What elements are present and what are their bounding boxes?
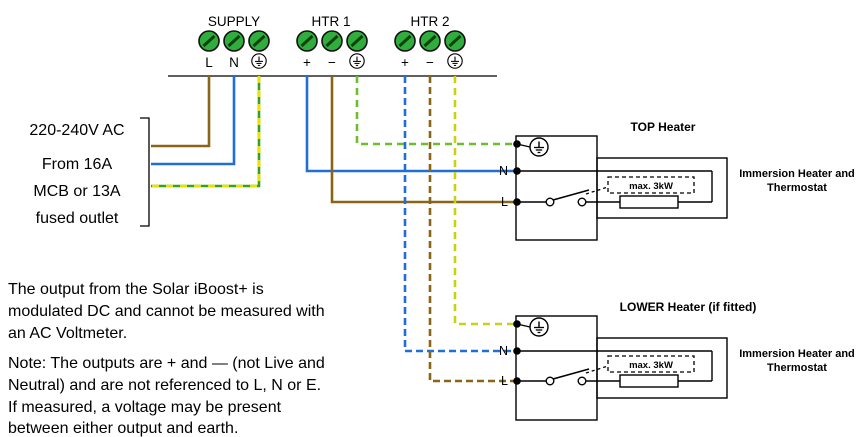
top-caption-line2: Thermostat <box>767 182 827 194</box>
earth-icon <box>529 317 549 337</box>
top-switch-contact-right <box>577 197 587 207</box>
supply-info-line1: 220-240V AC <box>29 122 124 139</box>
top-live-junction <box>513 198 521 206</box>
htr1-earth-wire <box>355 76 517 146</box>
htr1-pin-minus-label: − <box>328 55 336 70</box>
top-heater-title: TOP Heater <box>631 120 696 134</box>
lower-rating-box <box>607 355 695 373</box>
top-heater-element-resistor <box>619 195 679 209</box>
earth-icon <box>251 53 267 69</box>
earth-icon <box>349 53 365 69</box>
note-para1-line1: The output from the Solar iBoost+ is <box>8 281 264 298</box>
htr2-terminal-minus-icon <box>418 29 442 53</box>
lower-heater-title: LOWER Heater (if fitted) <box>620 300 757 314</box>
note-para2-line3: If measured, a voltage may be present <box>8 399 282 416</box>
lower-switch-contact-left <box>545 376 555 386</box>
lower-earth-junction <box>513 320 521 328</box>
earth-icon <box>529 137 549 157</box>
supply-group-label: SUPPLY <box>208 14 260 29</box>
supply-neutral-wire <box>151 76 236 166</box>
lower-switch-contact-right <box>577 376 587 386</box>
top-switch-contact-left <box>545 197 555 207</box>
htr2-negative-wire <box>428 76 517 383</box>
top-rating-box <box>607 176 695 194</box>
top-thermostat-switch-blade <box>552 189 590 201</box>
htr2-positive-wire <box>403 76 517 353</box>
htr1-terminal-minus-icon <box>320 29 344 53</box>
lower-caption-line1: Immersion Heater and <box>739 348 855 360</box>
lower-l-label: L <box>501 374 508 388</box>
top-earth-junction <box>513 140 521 148</box>
top-element-return-line <box>678 171 713 203</box>
htr1-positive-wire <box>305 76 517 173</box>
supply-info-line2: From 16A <box>42 156 113 173</box>
htr1-group-label: HTR 1 <box>311 14 350 29</box>
lower-live-junction <box>513 377 521 385</box>
supply-info-line3: MCB or 13A <box>33 183 120 200</box>
supply-terminal-earth-icon <box>247 29 271 53</box>
htr2-pin-minus-label: − <box>426 55 434 70</box>
htr2-group-label: HTR 2 <box>410 14 449 29</box>
top-l-label: L <box>501 195 508 209</box>
top-neutral-junction <box>513 167 521 175</box>
htr1-pin-plus-label: + <box>303 55 311 70</box>
htr2-terminal-plus-icon <box>393 29 417 53</box>
note-para1-line2: modulated DC and cannot be measured with <box>8 303 325 320</box>
top-caption-line1: Immersion Heater and <box>739 168 855 180</box>
supply-pin-l-label: L <box>205 55 213 70</box>
supply-bracket <box>140 117 150 227</box>
note-para2-line1: Note: The outputs are + and — (not Live … <box>8 355 325 372</box>
lower-heater-element-resistor <box>619 374 679 388</box>
lower-n-label: N <box>499 344 508 358</box>
note-para2-line4: between either output and earth. <box>8 420 238 437</box>
htr1-negative-wire <box>330 76 517 204</box>
lower-element-return-line <box>678 351 713 382</box>
supply-info-line4: fused outlet <box>36 210 119 227</box>
supply-terminal-live-icon <box>197 29 221 53</box>
htr1-terminal-earth-icon <box>345 29 369 53</box>
earth-icon <box>447 53 463 69</box>
lower-neutral-junction <box>513 347 521 355</box>
supply-earth-wire-stripe <box>151 76 261 188</box>
supply-pin-n-label: N <box>229 55 239 70</box>
htr2-earth-wire <box>453 76 517 326</box>
supply-earth-wire <box>151 76 261 188</box>
top-n-label: N <box>499 164 508 178</box>
lower-rating-label: max. 3kW <box>629 360 673 371</box>
htr1-terminal-plus-icon <box>295 29 319 53</box>
lower-thermostat-linkage <box>585 365 609 374</box>
note-para1-line3: an AC Voltmeter. <box>8 325 127 342</box>
supply-terminal-neutral-icon <box>222 29 246 53</box>
lower-caption-line2: Thermostat <box>767 362 827 374</box>
top-rating-label: max. 3kW <box>629 181 673 192</box>
htr2-terminal-earth-icon <box>443 29 467 53</box>
lower-heater-box <box>515 315 598 421</box>
htr2-pin-plus-label: + <box>401 55 409 70</box>
top-thermostat-linkage <box>585 186 609 195</box>
note-para2-line2: Neutral) and are not referenced to L, N … <box>8 377 321 394</box>
supply-live-wire <box>151 76 211 148</box>
lower-thermostat-switch-blade <box>552 368 590 380</box>
top-heater-box <box>515 135 598 241</box>
